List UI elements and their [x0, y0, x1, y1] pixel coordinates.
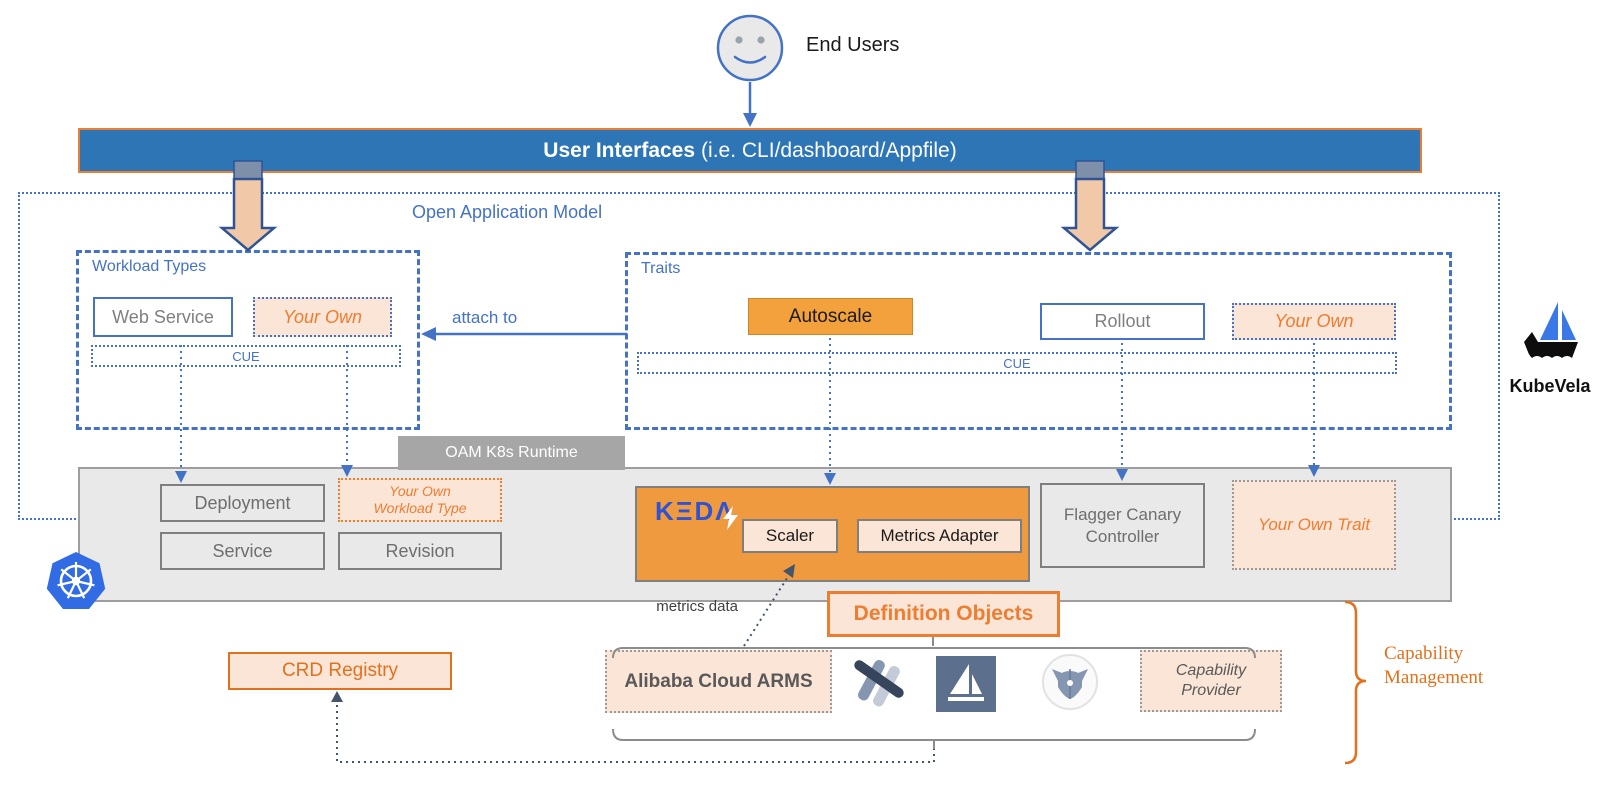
sailboat-logo-icon: [1524, 302, 1578, 358]
viking-helmet-logo-icon: [1042, 654, 1098, 710]
lightning-bolt-icon: [723, 506, 738, 530]
metrics-data-label: metrics data: [656, 598, 738, 615]
flagger-canary-controller-box: Flagger Canary Controller: [1040, 483, 1205, 568]
traits-box: [625, 252, 1452, 430]
open-application-model-label: Open Application Model: [412, 202, 603, 222]
end-users-label: End Users: [806, 34, 900, 56]
scaler-box: Scaler: [742, 519, 838, 553]
capability-provider-box: Capability Provider: [1140, 650, 1282, 712]
end-user-arrowhead: [743, 113, 757, 127]
definition-objects-box: Definition Objects: [827, 591, 1060, 637]
your-own-workload-box: Your Own: [253, 297, 392, 337]
kubernetes-wheel-icon: [46, 552, 106, 609]
crd-registry-arrowhead: [331, 691, 343, 702]
keda-box: KΞDΛ Scaler Metrics Adapter: [635, 486, 1030, 582]
web-service-box: Web Service: [93, 297, 233, 337]
attach-to-label: attach to: [452, 308, 518, 327]
istio-sailboat-logo-icon: [936, 656, 996, 712]
crd-registry-box: CRD Registry: [228, 652, 452, 690]
alibaba-cloud-arms-box: Alibaba Cloud ARMS: [605, 650, 832, 713]
capability-management-brace: [1344, 600, 1367, 765]
workload-types-label: Workload Types: [92, 258, 207, 275]
ui-bar-title: User Interfaces: [543, 138, 696, 162]
rollout-box: Rollout: [1040, 303, 1205, 340]
ui-bar-subtitle: (i.e. CLI/dashboard/Appfile): [701, 138, 957, 162]
traits-label: Traits: [641, 260, 681, 277]
oam-k8s-runtime-label: OAM K8s Runtime: [398, 436, 625, 470]
kubevela-logo-label: KubeVela: [1509, 376, 1591, 396]
user-interfaces-bar: User Interfaces(i.e. CLI/dashboard/Appfi…: [78, 128, 1422, 173]
deployment-box: Deployment: [160, 484, 325, 522]
revision-box: Revision: [338, 532, 502, 570]
your-own-trait-box: Your Own Trait: [1232, 480, 1396, 570]
workload-cue-label: CUE: [91, 345, 401, 367]
capability-management-label: Capability Management: [1384, 643, 1484, 688]
your-own-workload-type-box: Your Own Workload Type: [338, 478, 502, 522]
smiley-face-icon: [716, 14, 784, 82]
striped-hexagon-logo-icon: [854, 659, 904, 707]
service-box: Service: [160, 532, 325, 570]
metrics-adapter-box: Metrics Adapter: [857, 519, 1022, 553]
workload-types-box: [76, 250, 420, 430]
your-own-trait-top-box: Your Own: [1232, 303, 1396, 340]
provider-group-bracket-bottom: [612, 728, 1256, 741]
autoscale-box: Autoscale: [748, 298, 913, 335]
traits-cue-label: CUE: [637, 352, 1397, 374]
keda-logo: KΞDΛ: [655, 496, 735, 526]
